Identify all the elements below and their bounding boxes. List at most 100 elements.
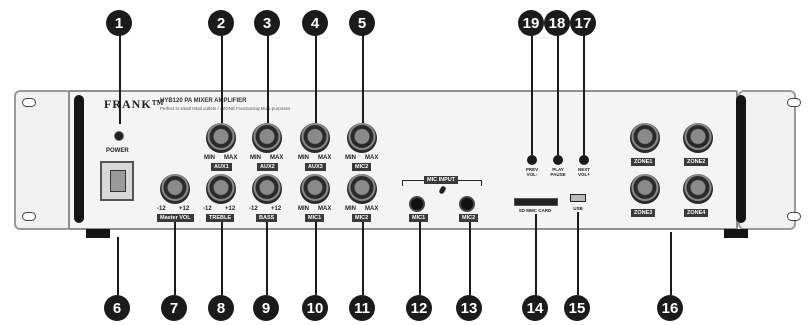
- leader-line-15: [577, 212, 579, 295]
- bass-plus-label: +12: [271, 206, 282, 212]
- mounting-slot-top-right: [787, 98, 801, 107]
- mic2-tag: MIC2: [352, 214, 372, 222]
- callout-17: 17: [570, 10, 596, 36]
- callout-14: 14: [522, 295, 548, 321]
- aux2-min-label: MIN: [250, 155, 261, 161]
- leader-line-14: [535, 214, 537, 295]
- zone1-tag: ZONE1: [631, 158, 656, 166]
- callout-11: 11: [349, 295, 375, 321]
- zone3-tag: ZONE3: [631, 209, 656, 217]
- zone3-volume-knob[interactable]: [630, 174, 660, 204]
- power-switch[interactable]: [100, 161, 134, 201]
- leader-line-10: [315, 222, 317, 295]
- usb-port[interactable]: [570, 194, 586, 202]
- leader-line-13: [469, 222, 471, 295]
- prev-vol-down-label: PREV VOL-: [525, 167, 539, 177]
- leader-line-8: [221, 222, 223, 295]
- leader-line-5: [362, 34, 364, 123]
- bass-tag: BASS: [256, 214, 278, 222]
- vent-left: [74, 95, 84, 223]
- mic2-top-volume-knob[interactable]: [347, 123, 377, 153]
- aux3-min-label: MIN: [298, 155, 309, 161]
- aux2-volume-knob[interactable]: [252, 123, 282, 153]
- vent-right: [736, 95, 746, 223]
- next-vol-up-button[interactable]: [579, 155, 589, 165]
- power-label: POWER: [106, 148, 129, 154]
- leader-line-7: [174, 222, 176, 295]
- master-minus-label: -12: [157, 206, 166, 212]
- aux3-volume-knob[interactable]: [300, 123, 330, 153]
- leader-line-11: [362, 222, 364, 295]
- mic1-input-jack[interactable]: [409, 196, 425, 212]
- treble-tag: TREBLE: [206, 214, 234, 222]
- bass-minus-label: -12: [249, 206, 258, 212]
- callout-5: 5: [349, 10, 375, 36]
- master-plus-label: +12: [179, 206, 190, 212]
- next-vol-up-label: NEXT VOL+: [577, 167, 590, 177]
- mic2-jack-tag: MIC2: [459, 214, 479, 222]
- zone2-volume-knob[interactable]: [683, 123, 713, 153]
- mic2-top-max-label: MAX: [365, 155, 379, 161]
- callout-15: 15: [564, 295, 590, 321]
- callout-13: 13: [456, 295, 482, 321]
- leader-line-17: [583, 34, 585, 155]
- aux3-max-label: MAX: [318, 155, 332, 161]
- zone4-tag: ZONE4: [684, 209, 709, 217]
- aux1-max-label: MAX: [224, 155, 238, 161]
- mounting-slot-bottom-left: [22, 212, 36, 221]
- mic2-volume-knob[interactable]: [347, 174, 377, 204]
- mic2-top-tag: MIC2: [352, 163, 372, 171]
- callout-9: 9: [253, 295, 279, 321]
- mic2-input-jack[interactable]: [459, 196, 475, 212]
- brand-logo: FRANK™: [104, 97, 165, 111]
- sd-card-slot[interactable]: [514, 198, 558, 206]
- rack-ear-right: [738, 90, 796, 230]
- leader-line-2: [221, 34, 223, 123]
- zone4-volume-knob[interactable]: [683, 174, 713, 204]
- mic2-max-label: MAX: [365, 206, 379, 212]
- master-volume-knob[interactable]: [160, 174, 190, 204]
- aux3-tag: AUX3: [305, 163, 326, 171]
- treble-knob[interactable]: [206, 174, 236, 204]
- rack-ear-left: [14, 90, 72, 230]
- usb-label: USB: [573, 206, 583, 211]
- aux1-tag: AUX1: [211, 163, 232, 171]
- leader-line-12: [419, 222, 421, 295]
- mic1-volume-knob[interactable]: [300, 174, 330, 204]
- leader-line-1: [119, 34, 121, 124]
- zone2-tag: ZONE2: [684, 158, 709, 166]
- play-pause-button[interactable]: [553, 155, 563, 165]
- mounting-slot-top-left: [22, 98, 36, 107]
- mounting-slot-bottom-right: [787, 212, 801, 221]
- bass-knob[interactable]: [252, 174, 282, 204]
- callout-16: 16: [657, 295, 683, 321]
- front-panel: [68, 90, 738, 230]
- model-name: HYB120 PA MIXER AMPLIFIER: [160, 98, 247, 104]
- callout-12: 12: [406, 295, 432, 321]
- sd-card-label: SD MMC CARD: [518, 208, 552, 213]
- aux2-max-label: MAX: [270, 155, 284, 161]
- zone1-volume-knob[interactable]: [630, 123, 660, 153]
- foot-right: [724, 229, 748, 238]
- leader-line-18: [557, 34, 559, 155]
- mic2-min-label: MIN: [345, 206, 356, 212]
- mic-input-label: MIC INPUT: [424, 176, 459, 184]
- callout-6: 6: [104, 295, 130, 321]
- play-pause-label: PLAY PAUSE: [550, 167, 566, 177]
- callout-18: 18: [544, 10, 570, 36]
- callout-3: 3: [254, 10, 280, 36]
- mic1-min-label: MIN: [298, 206, 309, 212]
- callout-10: 10: [302, 295, 328, 321]
- mic2-top-min-label: MIN: [345, 155, 356, 161]
- callout-2: 2: [208, 10, 234, 36]
- callout-19: 19: [518, 10, 544, 36]
- callout-1: 1: [106, 10, 132, 36]
- aux1-volume-knob[interactable]: [206, 123, 236, 153]
- model-description: Perfect in small retail outlets / 4ZONE …: [160, 106, 291, 111]
- foot-left: [86, 229, 110, 238]
- prev-vol-down-button[interactable]: [527, 155, 537, 165]
- mic1-max-label: MAX: [318, 206, 332, 212]
- callout-8: 8: [208, 295, 234, 321]
- callout-7: 7: [161, 295, 187, 321]
- mic1-jack-tag: MIC1: [409, 214, 429, 222]
